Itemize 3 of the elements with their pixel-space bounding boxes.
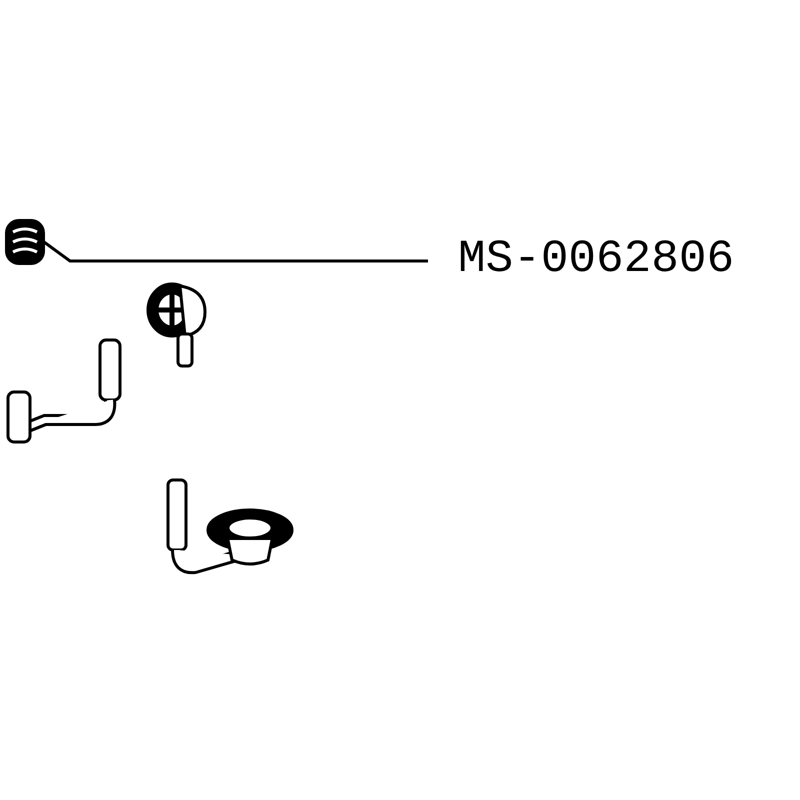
part-number: MS-0062806 (458, 233, 734, 285)
leader-line (43, 240, 428, 262)
spring-drawing (4, 218, 46, 266)
